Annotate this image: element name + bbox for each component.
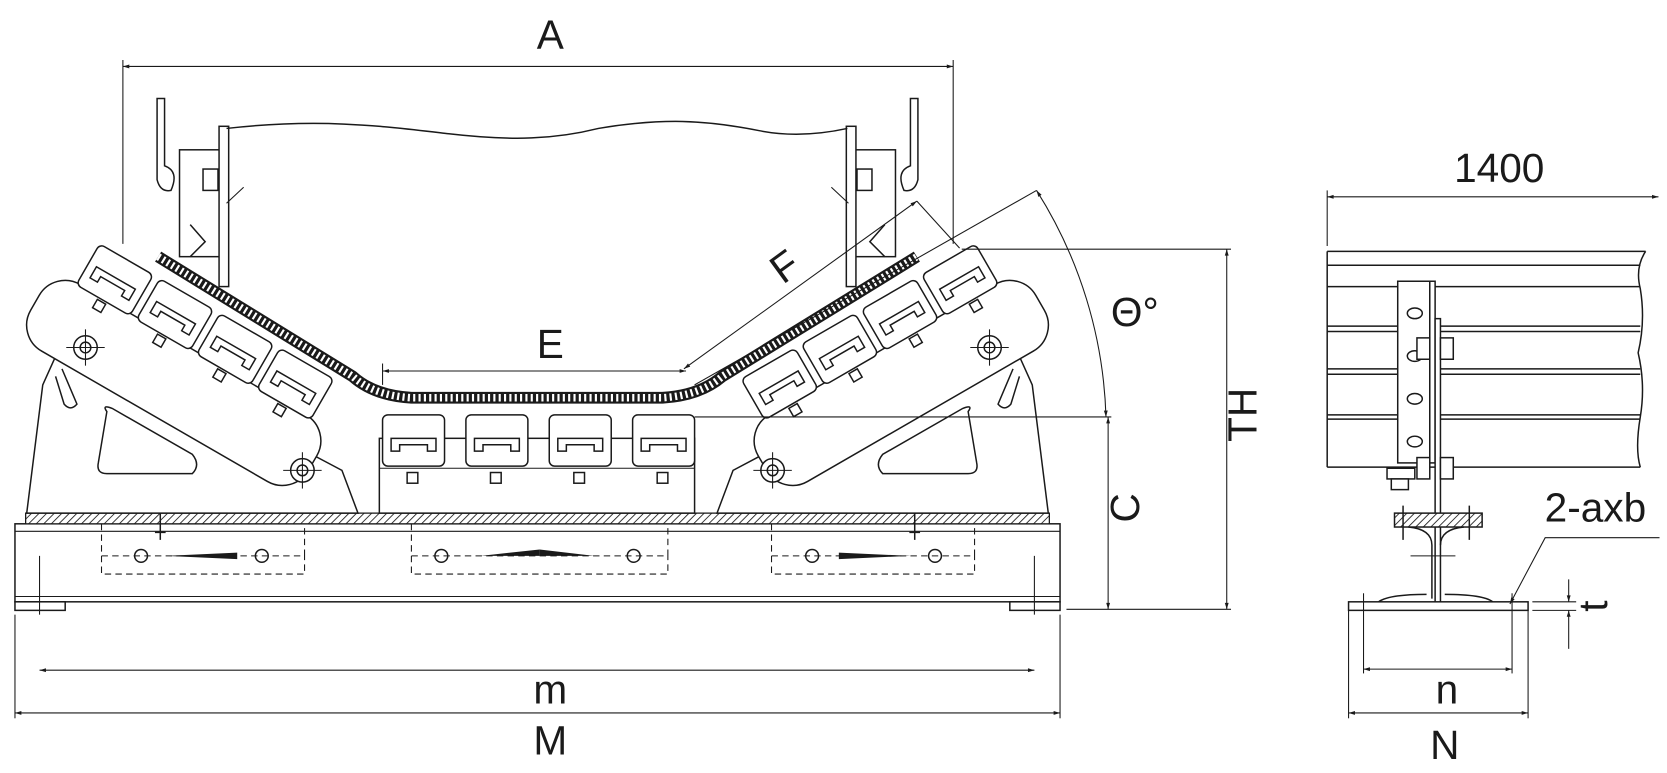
dimension-1400: 1400: [1326, 145, 1659, 246]
side-view: 1400: [1326, 145, 1660, 768]
dimension-n: n: [1363, 666, 1513, 712]
dimension-label-n: n: [1436, 666, 1459, 712]
dimension-label-1400: 1400: [1454, 145, 1544, 191]
roller-block: [465, 414, 529, 484]
dimension-label-TH: TH: [1220, 388, 1266, 442]
dimension-label-theta: Θ°: [1111, 289, 1159, 335]
center-rollers: [378, 414, 696, 514]
dimension-t: t: [1532, 579, 1616, 649]
bracket-post: [1378, 280, 1494, 608]
pivot-bolt: [283, 452, 322, 489]
dimension-m: m: [39, 666, 1035, 712]
pivot-bolt: [66, 329, 105, 366]
dimension-M: M: [14, 614, 1061, 764]
dimension-TH: TH: [961, 248, 1266, 610]
roller-block: [548, 414, 612, 484]
dimension-label-2-axb: 2-axb: [1545, 485, 1647, 531]
wing-assembly-left: [25, 97, 360, 514]
frame-rails: [1326, 250, 1647, 468]
dimension-label-t: t: [1570, 600, 1616, 611]
base-frame: [14, 504, 1061, 615]
roller-block: [631, 414, 696, 484]
side-guide: [156, 97, 245, 288]
wing-assembly-right: [716, 97, 1061, 514]
dimension-label-E: E: [537, 321, 564, 367]
dimension-label-M: M: [533, 718, 567, 764]
dimension-C: C: [1066, 416, 1232, 610]
dimension-A: A: [122, 11, 954, 244]
front-view: A E F Θ° C TH: [14, 11, 1266, 764]
dimension-2-axb: 2-axb: [1509, 485, 1660, 605]
dimension-label-N: N: [1430, 722, 1459, 768]
dimension-label-m: m: [533, 666, 567, 712]
dimension-N: N: [1348, 711, 1529, 768]
base-plate: [1347, 593, 1529, 719]
dimension-label-C: C: [1102, 493, 1148, 522]
dimension-label-A: A: [537, 11, 564, 57]
belt-top-edge: [226, 120, 848, 139]
dimension-E: E: [382, 321, 687, 385]
dimension-theta: Θ°: [694, 190, 1159, 418]
roller-block: [381, 414, 446, 484]
